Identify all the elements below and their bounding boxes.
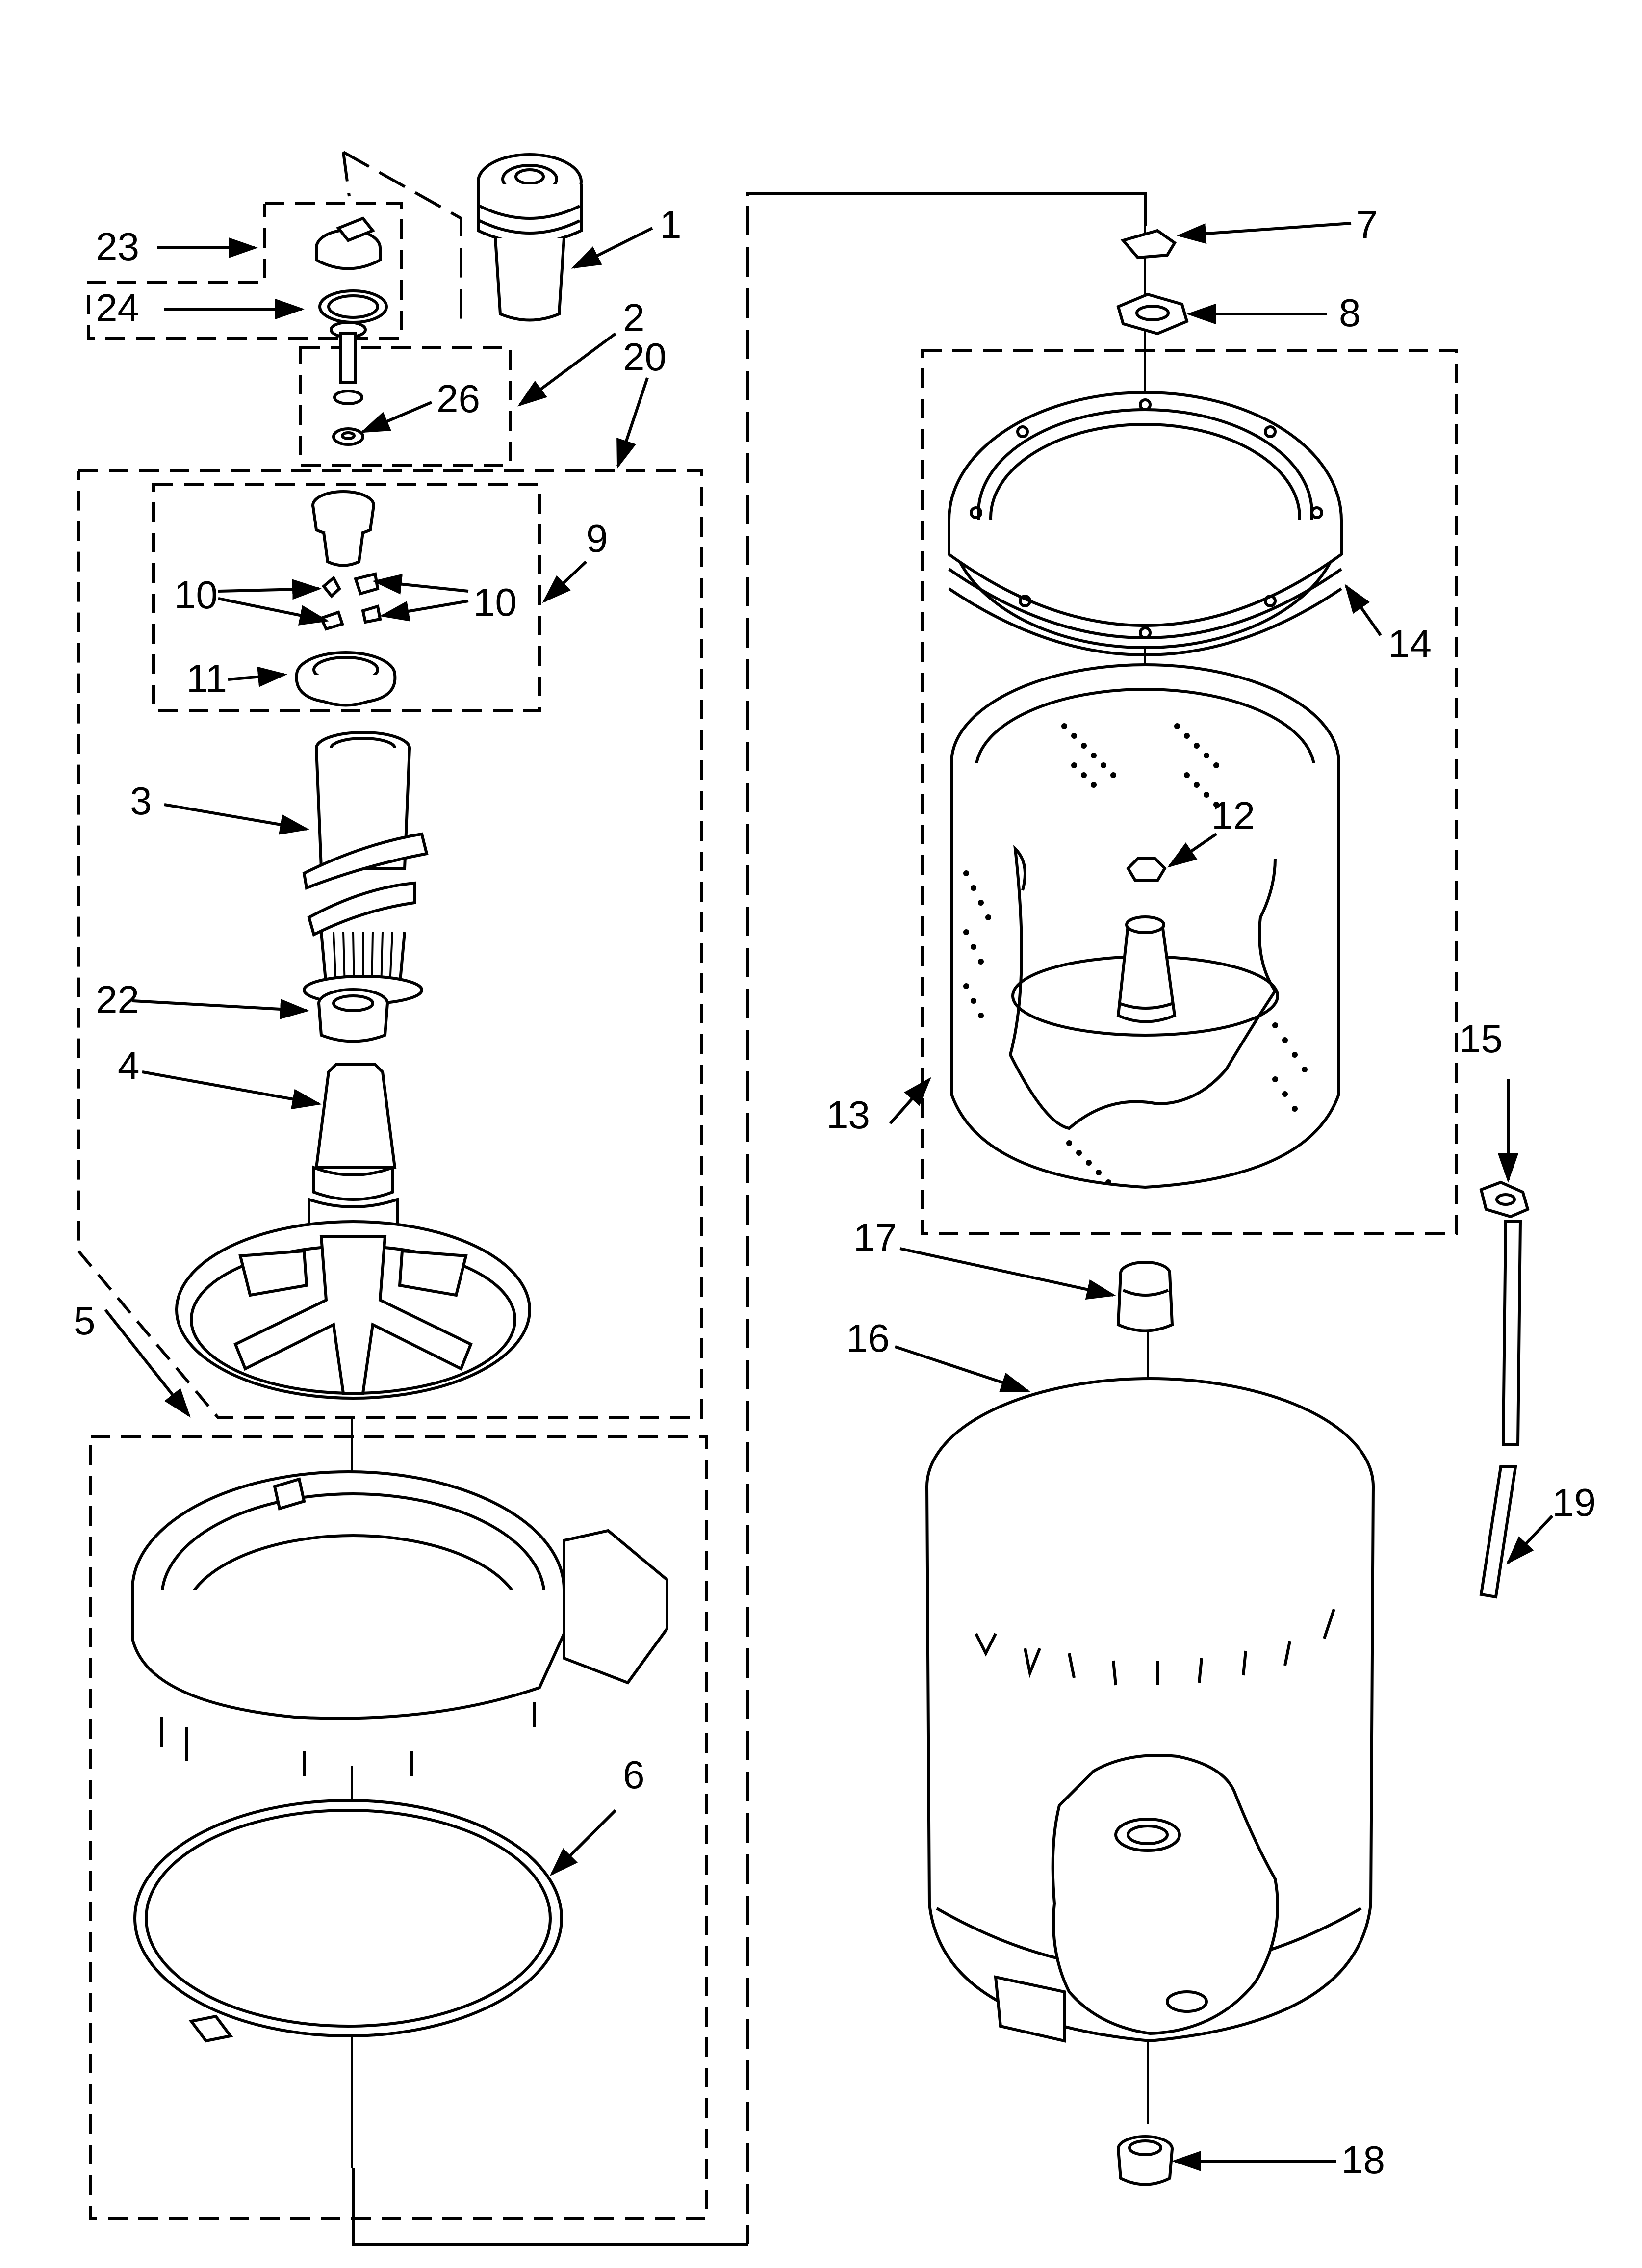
part-19-hose <box>1479 1220 1522 1599</box>
part-9-cam-assembly <box>295 490 397 707</box>
connector-loop <box>746 192 1147 226</box>
callout-11: 11 <box>186 656 227 700</box>
callout-7: 7 <box>1356 203 1378 246</box>
part-23-cap <box>315 216 382 270</box>
callout-24: 24 <box>96 286 139 330</box>
part-4-agitator <box>175 1063 531 1400</box>
part-8-bracket <box>1116 292 1189 336</box>
box-9 <box>152 483 541 712</box>
part-6-snap-ring <box>133 1799 563 2043</box>
callout-10a: 10 <box>174 573 218 617</box>
box-13-14 <box>921 349 1458 1235</box>
callout-9: 9 <box>586 517 608 560</box>
part-3-auger <box>302 731 429 1005</box>
callout-18: 18 <box>1341 2138 1385 2182</box>
box-26 <box>299 346 512 467</box>
callout-8: 8 <box>1339 291 1361 335</box>
part-1-dispenser <box>477 153 583 322</box>
leader-arrows <box>104 222 1554 2171</box>
part-26-bolt <box>330 321 367 446</box>
callout-3: 3 <box>130 779 152 823</box>
callout-2: 2 <box>623 296 645 339</box>
callout-12: 12 <box>1211 794 1255 837</box>
connector-dashed-1 <box>342 151 462 319</box>
callout-14: 14 <box>1388 622 1432 666</box>
part-24-ring <box>318 289 388 324</box>
callout-23: 23 <box>96 225 139 268</box>
group-boxes <box>77 151 1458 2246</box>
part-5-tub-ring <box>131 1470 668 1776</box>
part-16-outer-tub <box>925 1377 1375 2043</box>
callout-19: 19 <box>1552 1481 1596 1524</box>
connector-bottom <box>352 2168 748 2246</box>
basket-perforations <box>963 723 1308 1185</box>
part-13-basket <box>950 663 1340 1189</box>
part-7-clip <box>1120 229 1177 260</box>
callout-20: 20 <box>623 335 667 379</box>
part-22-ring <box>317 988 389 1043</box>
callout-1: 1 <box>660 203 682 246</box>
part-15-clip <box>1479 1180 1530 1219</box>
connector-dashed-2 <box>342 152 351 197</box>
callout-10b: 10 <box>473 580 517 624</box>
part-18-plug <box>1117 2135 1174 2186</box>
callout-13: 13 <box>826 1093 870 1137</box>
part-14-balance-ring <box>948 391 1343 656</box>
box-5 <box>89 1435 708 2220</box>
part-17-coupling <box>1116 1261 1174 1332</box>
callout-17: 17 <box>853 1216 897 1259</box>
callout-22: 22 <box>96 978 139 1021</box>
callout-5: 5 <box>74 1299 96 1343</box>
callout-15: 15 <box>1459 1017 1503 1061</box>
box-23 <box>87 202 403 340</box>
callout-6: 6 <box>623 1753 645 1797</box>
callout-16: 16 <box>846 1316 890 1360</box>
callout-labels: 1 2 3 4 5 6 7 8 9 10 10 11 12 13 14 15 1… <box>74 203 1596 2182</box>
callout-26: 26 <box>436 377 480 420</box>
box-20 <box>77 469 703 1419</box>
callout-4: 4 <box>118 1044 140 1088</box>
